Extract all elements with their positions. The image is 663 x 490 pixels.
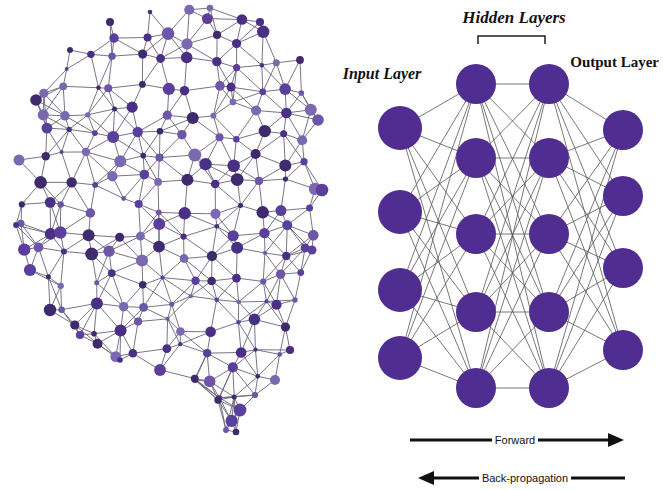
network-connections [400,84,623,388]
arrow-label: Back-propagation [479,472,571,484]
layer-heading: Output Layer [570,54,659,71]
layer-heading: Input Layer [343,65,422,83]
layer-bracket [478,36,545,44]
backprop-arrow-head [418,471,434,485]
brain-network-dots [13,5,328,436]
brain-network-lines [16,8,322,432]
arrow-label: Forward [492,434,538,446]
forward-arrow-head [608,433,624,447]
layer-heading: Hidden Layers [462,9,565,28]
network-neurons [378,64,643,408]
